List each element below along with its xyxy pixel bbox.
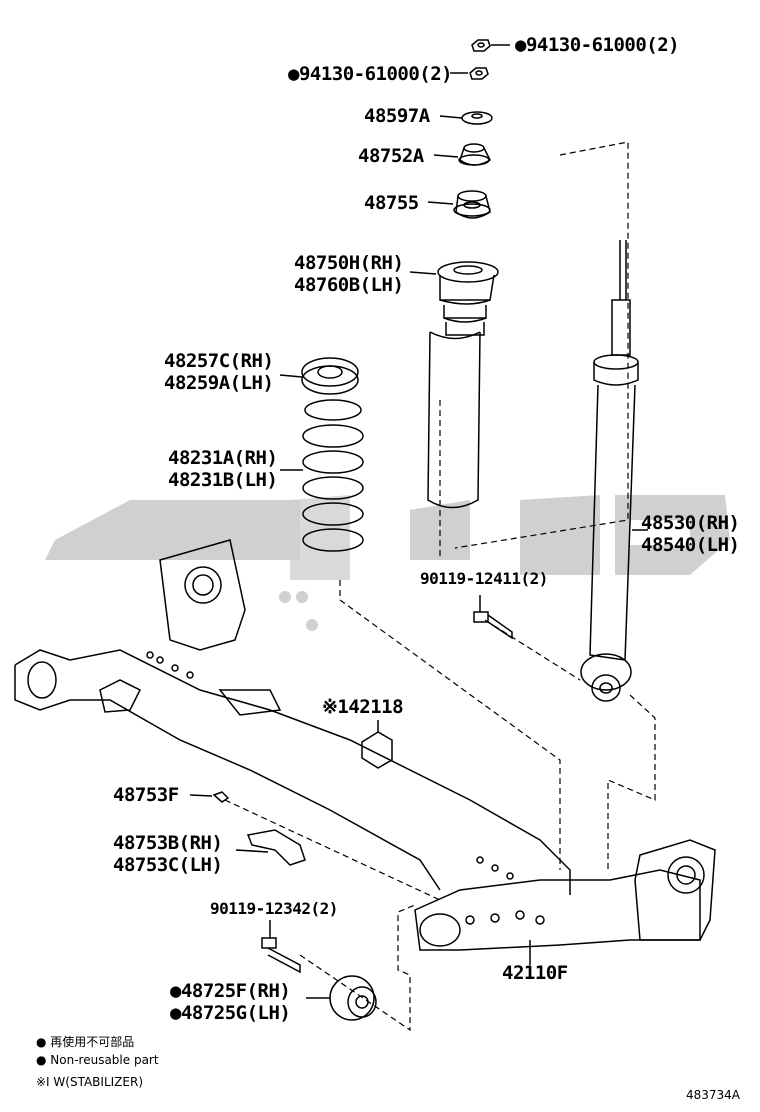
label-nut-top: ●94130-61000(2) [515,34,680,56]
label-bump-stopper-lh: 48760B(LH) [294,274,404,296]
label-bracket-rh: 48753B(RH) [113,832,223,854]
coil-spring-icon [280,399,364,552]
bump-stopper-icon [409,261,499,509]
spring-seat-icon [279,357,359,395]
figure-id: 483734A [686,1088,741,1102]
bracket-icon [235,829,306,866]
washer-icon [439,111,493,125]
shock-absorber-icon [580,240,648,702]
legend-line-note: ※I W(STABILIZER) [36,1075,143,1089]
label-bump-stopper-rh: 48750H(RH) [294,252,404,274]
label-bolt-axle: 90119-12342(2) [210,899,338,918]
watermark-logo [45,495,730,631]
clip-icon [189,791,230,803]
label-support-cushion: 48752A [358,145,424,167]
label-upper-seat: 48755 [364,192,419,214]
label-spring-seat-rh: 48257C(RH) [164,350,274,372]
nut-second-icon [450,67,489,80]
label-bushing-lh: ●48725G(LH) [170,1002,291,1024]
support-cushion-icon [433,143,491,166]
label-washer: 48597A [364,105,430,127]
label-bracket-lh: 48753C(LH) [113,854,223,876]
nut-top-icon [471,39,510,52]
stabilizer-bracket-icon [361,720,393,769]
bushing-icon [306,975,377,1021]
label-bolt-shock: 90119-12411(2) [420,569,548,588]
label-spring-seat-lh: 48259A(LH) [164,372,274,394]
legend-line-en: ● Non-reusable part [36,1053,159,1067]
axle-beam-icon [14,539,716,965]
upper-seat-icon [427,190,491,219]
label-coil-spring-rh: 48231A(RH) [168,447,278,469]
guide-lines [224,141,656,1032]
label-coil-spring-lh: 48231B(LH) [168,469,278,491]
label-bushing-rh: ●48725F(RH) [170,980,291,1002]
legend-line-jp: ● 再使用不可部品 [36,1035,135,1049]
label-shock-rh: 48530(RH) [641,512,740,534]
label-stabilizer-bracket: ※142118 [322,696,404,718]
label-nut-second: ●94130-61000(2) [288,63,453,85]
label-axle-beam: 42110F [502,962,568,984]
bolt-axle-icon [261,920,301,974]
label-shock-lh: 48540(LH) [641,534,740,556]
bolt-shock-icon [473,595,513,640]
label-clip: 48753F [113,784,179,806]
